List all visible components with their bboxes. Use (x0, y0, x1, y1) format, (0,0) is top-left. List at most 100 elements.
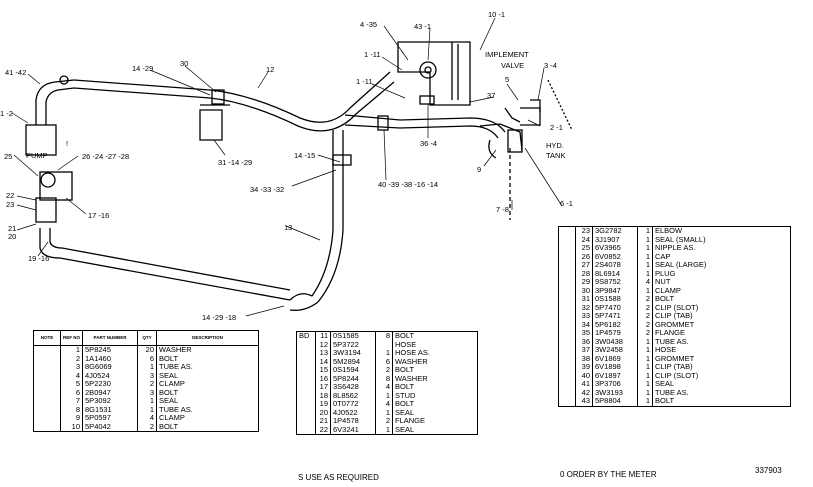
cell-description: TUBE AS. (655, 387, 689, 397)
callout-31-14-29: 31 -14 -29 (218, 158, 252, 167)
cell-ref-no: 25 (575, 243, 593, 253)
cell-qty (375, 340, 393, 349)
callout-37: 37 (487, 91, 495, 100)
cell-note (558, 226, 576, 236)
cell-note (558, 261, 576, 270)
valve-label: VALVE (501, 61, 524, 70)
cell-ref-no: 26 (575, 252, 593, 261)
cell-ref-no: 41 (575, 379, 593, 389)
cell-description: BOLT (159, 421, 179, 431)
cell-note (558, 380, 576, 389)
cell-part-number: 2S4078 (592, 260, 638, 270)
callout-25: 25 (4, 152, 12, 161)
col-note: NOTE (33, 330, 61, 346)
cell-description: CLIP (TAB) (655, 311, 693, 320)
cell-note (558, 397, 576, 406)
cell-note (33, 414, 61, 423)
cell-note (296, 391, 316, 400)
cell-ref-no: 36 (575, 337, 593, 346)
cell-description: STUD (395, 390, 416, 400)
cell-note (33, 388, 61, 397)
callout-34-33-32: 34 -33 -32 (250, 185, 284, 194)
cell-description: WASHER (395, 373, 428, 383)
cell-ref-no: 14 (315, 357, 331, 366)
cell-description: TUBE AS. (159, 362, 193, 371)
cell-description: BOLT (395, 399, 415, 408)
cell-description: GROMMET (655, 319, 695, 329)
cell-description: BOLT (159, 387, 179, 397)
cell-qty: 1 (637, 252, 653, 261)
cell-note (33, 422, 61, 432)
cell-ref-no: 1 (60, 345, 84, 355)
cell-qty: 2 (637, 294, 653, 304)
cell-part-number: 2B0947 (82, 388, 139, 397)
cell-part-number: 6V0852 (592, 252, 638, 261)
cell-qty: 1 (637, 396, 653, 406)
cell-ref-no: 5 (60, 379, 84, 389)
cell-part-number: 3P9847 (592, 286, 638, 295)
callout-3-4: 3 -4 (544, 61, 557, 70)
cell-description: ELBOW (655, 226, 683, 235)
cell-part-number: 3W3193 (592, 388, 638, 397)
callout-14-29-a: 14 -29 (132, 64, 153, 73)
cell-note (558, 278, 576, 287)
cell-ref-no: 20 (315, 408, 331, 417)
cell-ref-no: 24 (575, 235, 593, 244)
cell-ref-no: 28 (575, 269, 593, 278)
cell-description: TUBE AS. (159, 404, 193, 414)
cell-qty: 2 (637, 303, 653, 312)
callout-2-1: 2 -1 (550, 123, 563, 132)
implement-valve-bracket (397, 41, 471, 106)
cell-part-number: 1A1460 (82, 354, 139, 363)
cell-note: BD (296, 331, 316, 341)
callout-43-1: 43 -1 (414, 22, 431, 31)
cell-ref-no: 3 (60, 362, 84, 372)
callout-20: 20 (8, 232, 16, 241)
cell-part-number: 5P8245 (82, 345, 139, 355)
cell-part-number: 0S1594 (330, 365, 376, 375)
cell-note (558, 269, 576, 278)
cell-part-number: 8G1531 (82, 405, 139, 414)
cell-description: SEAL (395, 407, 415, 417)
cell-part-number: 6V3965 (592, 243, 638, 253)
cell-part-number: 3G2782 (592, 226, 638, 236)
cell-part-number: 5P3722 (330, 340, 376, 349)
note-use-as-required: S USE AS REQUIRED (298, 473, 379, 482)
cell-ref-no: 27 (575, 260, 593, 270)
cell-qty: 1 (637, 243, 653, 253)
cell-ref-no: 6 (60, 388, 84, 397)
table-header-row: NOTE REF NO PART NUMBER QTY DESCRIPTION (33, 330, 259, 346)
pump-label: PUMP (26, 151, 48, 160)
cell-note (33, 397, 61, 406)
cell-note (296, 366, 316, 375)
callout-6-1: 6 -1 (560, 199, 573, 208)
cell-description: BOLT (395, 365, 415, 374)
cell-qty: 1 (637, 269, 653, 278)
cell-note (296, 408, 316, 417)
cell-note (558, 303, 576, 312)
implement-label: IMPLEMENT (485, 50, 529, 59)
cell-qty: 1 (637, 235, 653, 244)
callout-12: 12 (266, 65, 274, 74)
tank-label: TANK (546, 151, 565, 160)
cell-description: SEAL (159, 396, 179, 405)
callout-19-16: 19 -16 (28, 254, 49, 263)
callout-22: 22 (6, 191, 14, 200)
drawing-number: 337903 (755, 466, 782, 475)
cell-qty: 1 (137, 362, 158, 372)
cell-description: HOSE (655, 345, 677, 354)
cell-qty: 2 (637, 311, 653, 321)
cell-ref-no: 30 (575, 286, 593, 295)
cell-description: CLIP (SLOT) (655, 302, 699, 312)
